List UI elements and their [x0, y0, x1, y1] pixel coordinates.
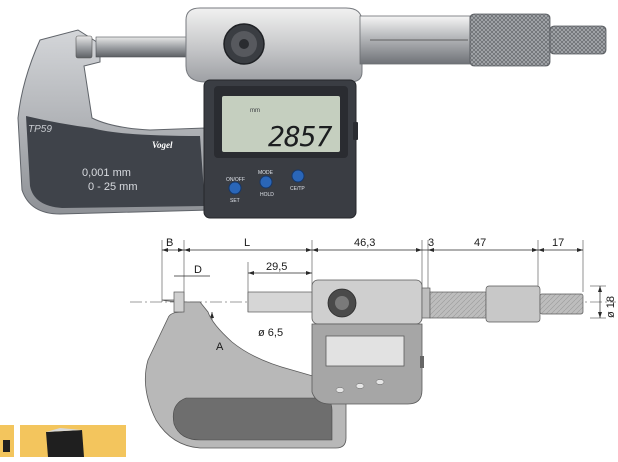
svg-text:SET: SET — [230, 198, 240, 204]
spindle — [95, 36, 193, 58]
svg-text:HOLD: HOLD — [260, 192, 274, 198]
ratchet — [549, 25, 607, 55]
dim-label-diam-18: ø 18 — [605, 296, 617, 318]
dimension-arrows — [162, 248, 602, 378]
dim-label-3: 3 — [428, 237, 434, 249]
anvil — [75, 35, 93, 59]
lcd-unit: mm — [250, 108, 260, 114]
dimension-drawing: B L 46,3 3 47 17 D 29,5 ø 6,5 A ø 18 — [130, 237, 617, 449]
dim-label-b: B — [166, 237, 173, 249]
drawing-frame-panel — [172, 397, 333, 441]
dim-label-l: L — [244, 237, 250, 249]
dim-label-29-5: 29,5 — [266, 261, 287, 273]
svg-text:MODE: MODE — [258, 170, 274, 176]
range-text: 0 - 25 mm — [88, 181, 138, 193]
svg-text:ON/OFF: ON/OFF — [226, 177, 245, 183]
button-on-off-cap[interactable] — [228, 181, 242, 195]
button-mode[interactable]: MODE HOLD — [258, 170, 274, 198]
drawing-lcd — [325, 335, 405, 367]
button-ce-tp-cap[interactable] — [291, 169, 305, 183]
dim-label-a: A — [216, 341, 224, 353]
drawing-sleeve — [421, 287, 431, 319]
lcd-reading: 2857 — [268, 120, 333, 153]
dim-label-17: 17 — [552, 237, 564, 249]
dim-label-46-3: 46,3 — [354, 237, 375, 249]
dim-label-d: D — [194, 264, 202, 276]
button-on-off[interactable]: ON/OFF SET — [226, 177, 245, 204]
frame-label-panel — [26, 116, 205, 208]
dim-label-diam-6-5: ø 6,5 — [258, 327, 283, 339]
thimble-knurl — [469, 13, 551, 67]
lcd-screen — [222, 96, 340, 152]
svg-text:CE/TP: CE/TP — [290, 186, 305, 192]
drawing-anvil — [173, 291, 185, 313]
button-ce-tp[interactable]: CE/TP — [290, 169, 305, 192]
thumbnail-strip[interactable] — [0, 425, 126, 457]
housing — [185, 7, 363, 83]
micrometer-photo: TP59 Vogel 0,001 mm 0 - 25 mm mm 2857 ON… — [17, 7, 607, 219]
drawing-ratchet — [539, 293, 584, 315]
dim-label-47: 47 — [474, 237, 486, 249]
button-mode-cap[interactable] — [259, 175, 273, 189]
drawing-barrel — [429, 291, 487, 319]
model-label: TP59 — [28, 124, 52, 135]
drawing-spindle — [247, 291, 317, 313]
resolution-text: 0,001 mm — [82, 167, 131, 179]
drawing-thimble — [485, 285, 541, 323]
brand-logo: Vogel — [152, 140, 173, 150]
